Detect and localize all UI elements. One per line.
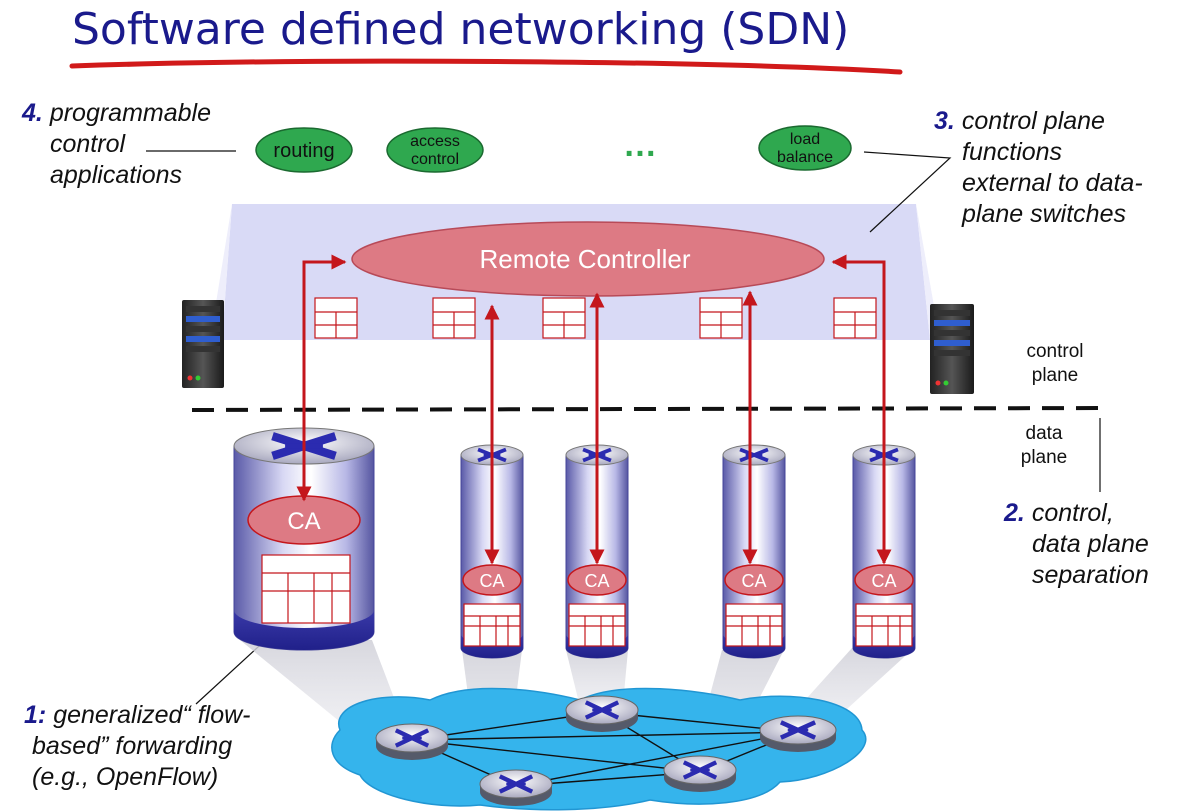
- server-icon-right: [930, 304, 974, 394]
- remote-controller: Remote Controller: [351, 221, 825, 297]
- app-load-balance: load balance: [758, 125, 852, 171]
- switch-4: CA: [722, 444, 786, 659]
- annotation-4: 4. programmable control applications: [22, 99, 211, 189]
- svg-text:load: load: [790, 131, 820, 148]
- page-title: Software defined networking (SDN): [72, 4, 850, 55]
- control-agent-label: CA: [287, 508, 320, 535]
- control-flow-table-2: [432, 297, 476, 339]
- control-agent-label: CA: [584, 571, 609, 591]
- svg-text:routing: routing: [273, 140, 334, 162]
- network-router-icon: [565, 695, 639, 732]
- network-router-icon: [663, 755, 737, 792]
- app-routing: routing: [255, 127, 353, 173]
- control-agent-label: CA: [871, 571, 896, 591]
- data-plane-label: data plane: [1020, 423, 1068, 468]
- control-agent: CA: [567, 564, 627, 596]
- switch-3: CA: [565, 444, 629, 659]
- switch-flow-table: [568, 603, 626, 647]
- switch-flow-table: [261, 554, 351, 624]
- control-agent: CA: [724, 564, 784, 596]
- switch-flow-table: [855, 603, 913, 647]
- app-access-control: access control: [386, 127, 484, 173]
- control-agent: CA: [247, 495, 361, 545]
- switch-flow-table: [463, 603, 521, 647]
- svg-text:access: access: [410, 133, 460, 150]
- network-router-icon: [479, 769, 553, 806]
- control-agent: CA: [462, 564, 522, 596]
- control-agent: CA: [854, 564, 914, 596]
- annotation-2: 2. control, data plane separation: [1004, 499, 1149, 589]
- annotation-1: 1: generalized“ flow- based” forwarding …: [24, 701, 251, 791]
- control-flow-table-3: [542, 297, 586, 339]
- apps-ellipsis: …: [623, 126, 657, 164]
- network-router-icon: [375, 723, 449, 760]
- switch-flow-table: [725, 603, 783, 647]
- leader-line-3: [863, 151, 952, 233]
- controller-arrows: [296, 254, 892, 565]
- title-underline: [69, 58, 903, 75]
- svg-text:Remote Controller: Remote Controller: [480, 244, 691, 274]
- control-flow-table-4: [699, 297, 743, 339]
- control-agent-label: CA: [479, 571, 504, 591]
- control-agent-label: CA: [741, 571, 766, 591]
- network-router-icon: [759, 715, 837, 752]
- svg-text:balance: balance: [777, 149, 833, 166]
- control-data-separator: [191, 406, 1109, 412]
- svg-text:control: control: [411, 151, 459, 168]
- server-icon-left: [182, 300, 224, 388]
- control-plane-label: control plane: [1026, 341, 1084, 386]
- control-flow-table-1: [314, 297, 358, 339]
- control-flow-table-5: [833, 297, 877, 339]
- annotation-3: 3. control plane functions external to d…: [934, 107, 1143, 228]
